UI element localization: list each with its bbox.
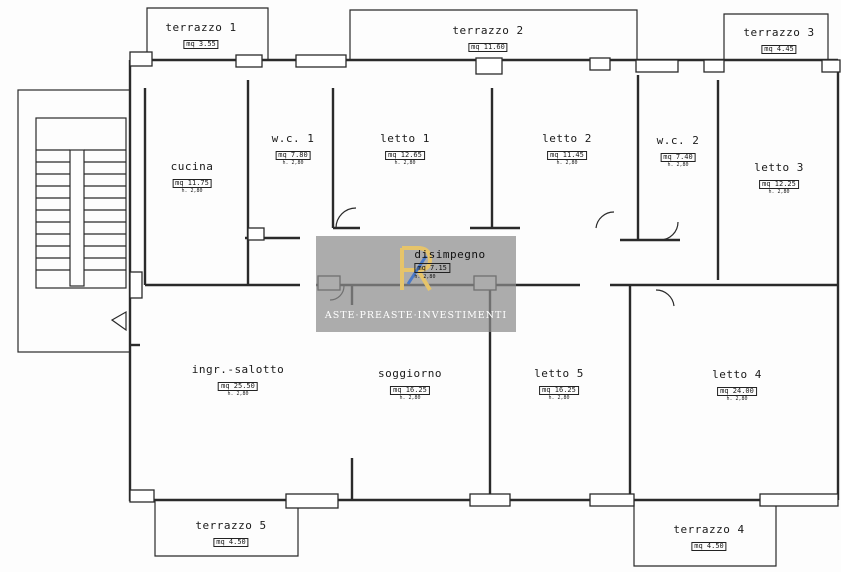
terrazzo5-outline (154, 500, 299, 557)
room-name: w.c. 1 (271, 132, 315, 145)
room-height: h. 2,80 (556, 160, 578, 166)
room-label-disimpegno: disimpegno mq 7.15 h. 2,80 (414, 248, 485, 280)
room-label-terrazzo5: terrazzo 5 mq 4.50 (195, 520, 266, 547)
room-label-letto2: letto 2 mq 11.45 h. 2,80 (542, 133, 592, 166)
room-area: mq 7.80 (275, 151, 311, 160)
room-name: letto 3 (754, 161, 804, 174)
room-height: h. 2,80 (282, 160, 304, 166)
room-area: mq 16.25 (539, 386, 579, 395)
room-name: cucina (170, 160, 214, 173)
stair-steps (36, 149, 126, 287)
terrazzo3-outline (723, 13, 829, 60)
room-label-wc2: w.c. 2 mq 7.40 h. 2,80 (657, 135, 700, 168)
room-name: soggiorno (377, 367, 443, 380)
room-area: mq 7.40 (660, 153, 696, 162)
room-name: letto 4 (712, 368, 762, 381)
room-area: mq 4.50 (213, 538, 249, 547)
stair-block (17, 89, 131, 353)
room-label-terrazzo4: terrazzo 4 mq 4.50 (673, 524, 744, 551)
room-name: letto 1 (380, 132, 430, 145)
room-name: terrazzo 1 (165, 21, 237, 34)
room-area: mq 24.00 (717, 387, 757, 396)
room-area: mq 16.25 (390, 386, 430, 395)
room-name: w.c. 2 (656, 134, 700, 147)
room-height: h. 2,80 (768, 189, 790, 195)
room-area: mq 25.50 (218, 382, 258, 391)
room-height: h. 2,80 (414, 274, 436, 280)
room-label-ingr-salotto: ingr.-salotto mq 25.50 h. 2,80 (192, 364, 285, 397)
room-label-letto4: letto 4 mq 24.00 h. 2,80 (712, 369, 762, 402)
room-name: letto 5 (534, 367, 584, 380)
room-area: mq 7.15 (414, 263, 450, 273)
room-name: terrazzo 2 (452, 24, 524, 37)
room-label-terrazzo3: terrazzo 3 mq 4.45 (743, 27, 814, 54)
room-area: mq 11.75 (172, 179, 212, 188)
room-height: h. 2,80 (667, 162, 689, 168)
room-area: mq 3.55 (183, 40, 219, 49)
room-label-letto1: letto 1 mq 12.65 h. 2,80 (380, 133, 430, 166)
room-area: mq 12.25 (759, 180, 799, 189)
watermark-logo-icon (400, 246, 433, 292)
room-name: ingr.-salotto (191, 363, 285, 376)
room-height: h. 2,80 (227, 391, 249, 397)
room-height: h. 2,80 (399, 395, 421, 401)
terrazzo2-outline (349, 9, 638, 60)
room-height: h. 2,80 (181, 188, 203, 194)
room-area: mq 4.45 (761, 45, 797, 54)
room-name: terrazzo 3 (743, 26, 815, 39)
room-name: terrazzo 5 (195, 519, 267, 532)
room-label-wc1: w.c. 1 mq 7.80 h. 2,80 (272, 133, 315, 166)
room-area: mq 12.65 (385, 151, 425, 160)
room-name: disimpegno (414, 248, 486, 261)
room-area: mq 11.60 (468, 43, 508, 52)
stair-flight (35, 117, 127, 289)
room-label-terrazzo2: terrazzo 2 mq 11.60 (452, 25, 523, 52)
watermark-text: ASTE·PREASTE·INVESTIMENTI (324, 310, 508, 321)
room-area: mq 4.50 (691, 542, 727, 551)
room-label-cucina: cucina mq 11.75 h. 2,80 (171, 161, 214, 194)
windows (129, 51, 841, 509)
entrance-door-symbol (110, 310, 127, 332)
room-label-terrazzo1: terrazzo 1 mq 3.55 (165, 22, 236, 49)
room-height: h. 2,80 (548, 395, 570, 401)
room-name: letto 2 (542, 132, 592, 145)
room-height: h. 2,80 (394, 160, 416, 166)
room-area: mq 11.45 (547, 151, 587, 160)
terrazzo4-outline (633, 500, 777, 567)
room-label-letto3: letto 3 mq 12.25 h. 2,80 (754, 162, 804, 195)
room-height: h. 2,80 (726, 396, 748, 402)
room-label-letto5: letto 5 mq 16.25 h. 2,80 (534, 368, 584, 401)
room-name: terrazzo 4 (673, 523, 745, 536)
terrazzo1-outline (146, 7, 269, 60)
watermark: ASTE·PREASTE·INVESTIMENTI (316, 236, 516, 332)
room-label-soggiorno: soggiorno mq 16.25 h. 2,80 (378, 368, 442, 401)
